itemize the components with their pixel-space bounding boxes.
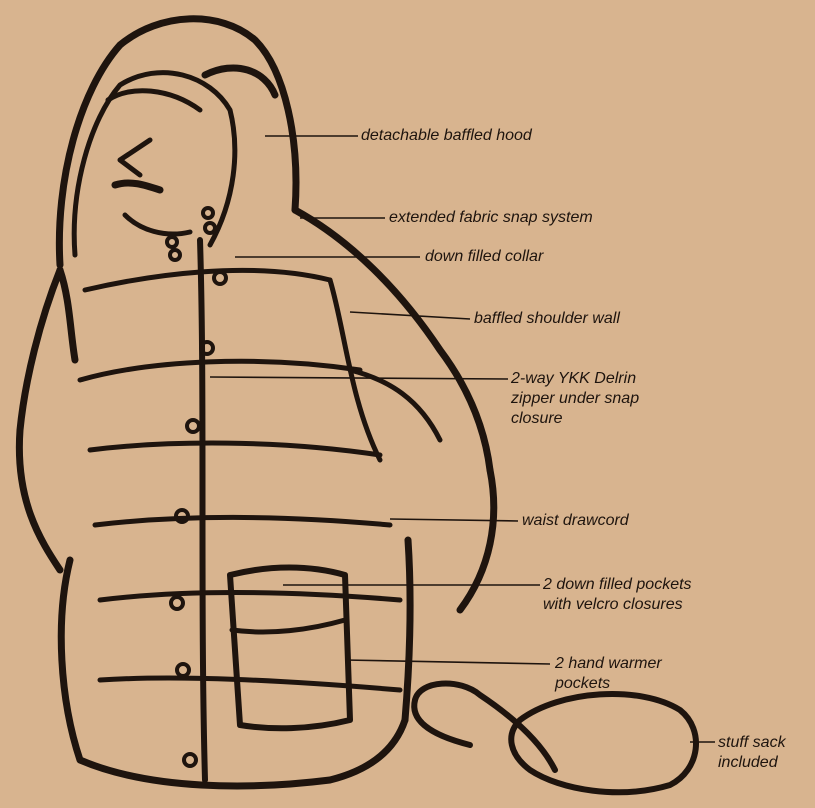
callout-handwarmer-line-2: pockets (555, 674, 662, 694)
callout-hand-warmer: 2 hand warmer pockets (555, 654, 662, 694)
callout-stuff-sack: stuff sack included (718, 733, 786, 773)
jacket-body-drawing (19, 210, 493, 786)
callout-zipper: 2-way YKK Delrin zipper under snap closu… (511, 369, 639, 429)
leader-zipper (210, 377, 508, 379)
callout-pockets-line-2: with velcro closures (543, 595, 692, 615)
hood-drawing (59, 19, 296, 265)
baffle-lines (80, 270, 440, 690)
callout-handwarmer-line-1: 2 hand warmer (555, 654, 662, 674)
callout-snap-line-1: extended fabric snap system (389, 208, 593, 228)
callout-sack-line-2: included (718, 753, 786, 773)
callout-collar: down filled collar (425, 247, 543, 267)
leader-drawcord (390, 519, 518, 521)
callout-pockets: 2 down filled pockets with velcro closur… (543, 575, 692, 615)
callout-collar-line-1: down filled collar (425, 247, 543, 267)
callout-drawcord-line-1: waist drawcord (522, 511, 629, 531)
callout-zipper-line-1: 2-way YKK Delrin (511, 369, 639, 389)
callout-shoulder-line-1: baffled shoulder wall (474, 309, 620, 329)
callout-sack-line-1: stuff sack (718, 733, 786, 753)
callout-drawcord: waist drawcord (522, 511, 629, 531)
callout-hood: detachable baffled hood (361, 126, 532, 146)
callout-zipper-line-3: closure (511, 409, 639, 429)
stuff-sack-drawing (414, 684, 696, 793)
snap-buttons (167, 208, 226, 766)
callout-pockets-line-1: 2 down filled pockets (543, 575, 692, 595)
callout-zipper-line-2: zipper under snap (511, 389, 639, 409)
callout-hood-line-1: detachable baffled hood (361, 126, 532, 146)
callout-shoulder-wall: baffled shoulder wall (474, 309, 620, 329)
leader-handwarmer (345, 660, 550, 664)
callout-snap-system: extended fabric snap system (389, 208, 593, 228)
face-drawing (108, 91, 200, 234)
